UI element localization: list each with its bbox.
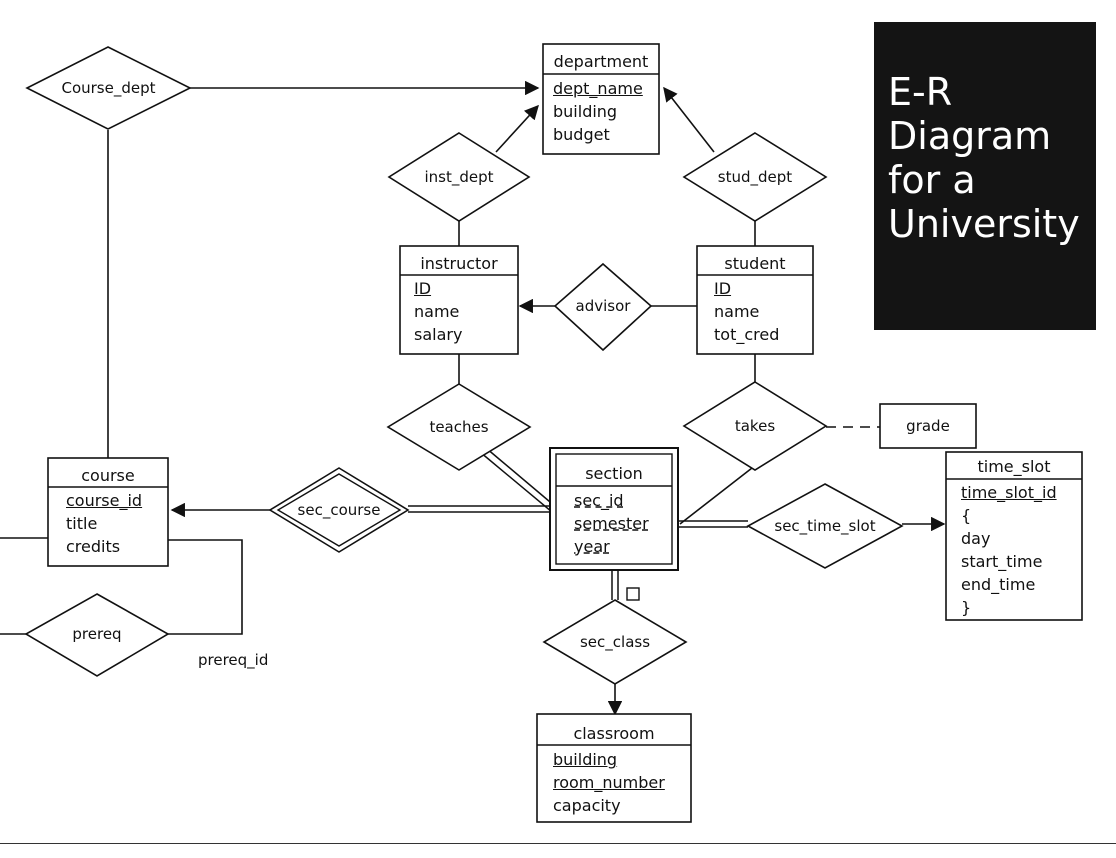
attr-name: name bbox=[414, 302, 460, 321]
diamond-course-dept bbox=[25, 46, 192, 130]
entity-course-attributes: course_id title credits bbox=[66, 489, 142, 558]
attr-year: year bbox=[574, 537, 610, 556]
entity-classroom-title: classroom bbox=[573, 724, 655, 743]
bottom-divider bbox=[0, 843, 1116, 844]
box-classroom bbox=[536, 713, 692, 823]
attr-name: name bbox=[714, 302, 760, 321]
box-student bbox=[696, 245, 814, 355]
relationship-course-dept-label: Course_dept bbox=[61, 79, 156, 97]
entity-section-attributes: sec_id semester year bbox=[574, 489, 649, 558]
attr-building: building bbox=[553, 102, 618, 121]
diamond-sec-course-inner bbox=[276, 473, 402, 547]
relationship-prereq-label: prereq bbox=[72, 625, 122, 643]
attr-end-time: end_time bbox=[961, 575, 1036, 594]
attr-id: ID bbox=[714, 279, 732, 298]
attr-time-slot-id: time_slot_id bbox=[961, 483, 1057, 502]
attr-room-number: room_number bbox=[553, 773, 665, 792]
relationship-sec-class-label: sec_class bbox=[579, 633, 651, 651]
attr-budget: budget bbox=[553, 125, 610, 144]
entity-classroom-attributes: building room_number capacity bbox=[553, 748, 665, 817]
line-studdept-department bbox=[663, 86, 715, 153]
box-instructor bbox=[399, 245, 519, 355]
box-grade bbox=[879, 403, 977, 449]
diamond-inst-dept bbox=[387, 132, 531, 222]
attr-brace-close: } bbox=[961, 598, 972, 617]
title-panel: E-R Diagram for a University bbox=[874, 22, 1096, 330]
attr-salary: salary bbox=[414, 325, 463, 344]
entity-course-title: course bbox=[81, 466, 135, 485]
relationship-stud-dept-label: stud_dept bbox=[717, 168, 793, 186]
box-course bbox=[47, 457, 169, 567]
relationship-inst-dept-label: inst_dept bbox=[424, 168, 494, 186]
line-takes-section bbox=[679, 467, 753, 525]
attr-dept-name: dept_name bbox=[553, 79, 643, 98]
diamond-stud-dept bbox=[682, 132, 828, 222]
diamond-sec-time-slot bbox=[746, 483, 904, 569]
attr-semester: semester bbox=[574, 514, 649, 533]
entity-department-title: department bbox=[553, 52, 649, 71]
entity-student-title: student bbox=[724, 254, 786, 273]
diamond-sec-class bbox=[542, 599, 688, 685]
attr-capacity: capacity bbox=[553, 796, 621, 815]
relationship-sec-course-label: sec_course bbox=[297, 501, 381, 519]
small-marker-square bbox=[626, 587, 640, 601]
attr-sec-id: sec_id bbox=[574, 491, 624, 510]
box-section-inner bbox=[555, 453, 673, 565]
diamond-advisor bbox=[553, 262, 653, 352]
attr-tot-cred: tot_cred bbox=[714, 325, 780, 344]
entity-instructor-attributes: ID name salary bbox=[414, 277, 462, 346]
entity-student-attributes: ID name tot_cred bbox=[714, 277, 779, 346]
relationship-takes-label: takes bbox=[734, 417, 776, 435]
attr-title: title bbox=[66, 514, 98, 533]
relationship-teaches-label: teaches bbox=[429, 418, 489, 436]
role-prereq-id-label: prereq_id bbox=[198, 651, 269, 669]
attr-course-id: course_id bbox=[66, 491, 143, 510]
double-line-teaches-section-a bbox=[479, 451, 553, 513]
line-prereq-right bbox=[168, 539, 243, 635]
entity-section-title: section bbox=[585, 464, 643, 483]
double-line-teaches-section-b bbox=[485, 447, 557, 508]
entity-department-attributes: dept_name building budget bbox=[553, 77, 643, 146]
line-instdept-department bbox=[495, 104, 539, 153]
attr-start-time: start_time bbox=[961, 552, 1043, 571]
diagram-title: E-R Diagram for a University bbox=[888, 70, 1080, 246]
diamond-prereq bbox=[24, 593, 170, 677]
relationship-sec-time-slot-label: sec_time_slot bbox=[774, 517, 876, 535]
attr-credits: credits bbox=[66, 537, 121, 556]
diamond-takes bbox=[682, 381, 828, 471]
box-time-slot bbox=[945, 451, 1083, 621]
entity-instructor-title: instructor bbox=[420, 254, 498, 273]
attr-brace-open: { bbox=[961, 506, 972, 525]
attribute-grade-label: grade bbox=[906, 417, 950, 435]
relationship-advisor-label: advisor bbox=[575, 297, 631, 315]
entity-time-slot-title: time_slot bbox=[977, 457, 1051, 476]
box-department bbox=[542, 43, 660, 155]
attr-building: building bbox=[553, 750, 618, 769]
entity-time-slot-attributes: time_slot_id { day start_time end_time } bbox=[961, 481, 1057, 619]
attr-day: day bbox=[961, 529, 991, 548]
attr-id: ID bbox=[414, 279, 432, 298]
diamond-teaches bbox=[386, 383, 532, 471]
